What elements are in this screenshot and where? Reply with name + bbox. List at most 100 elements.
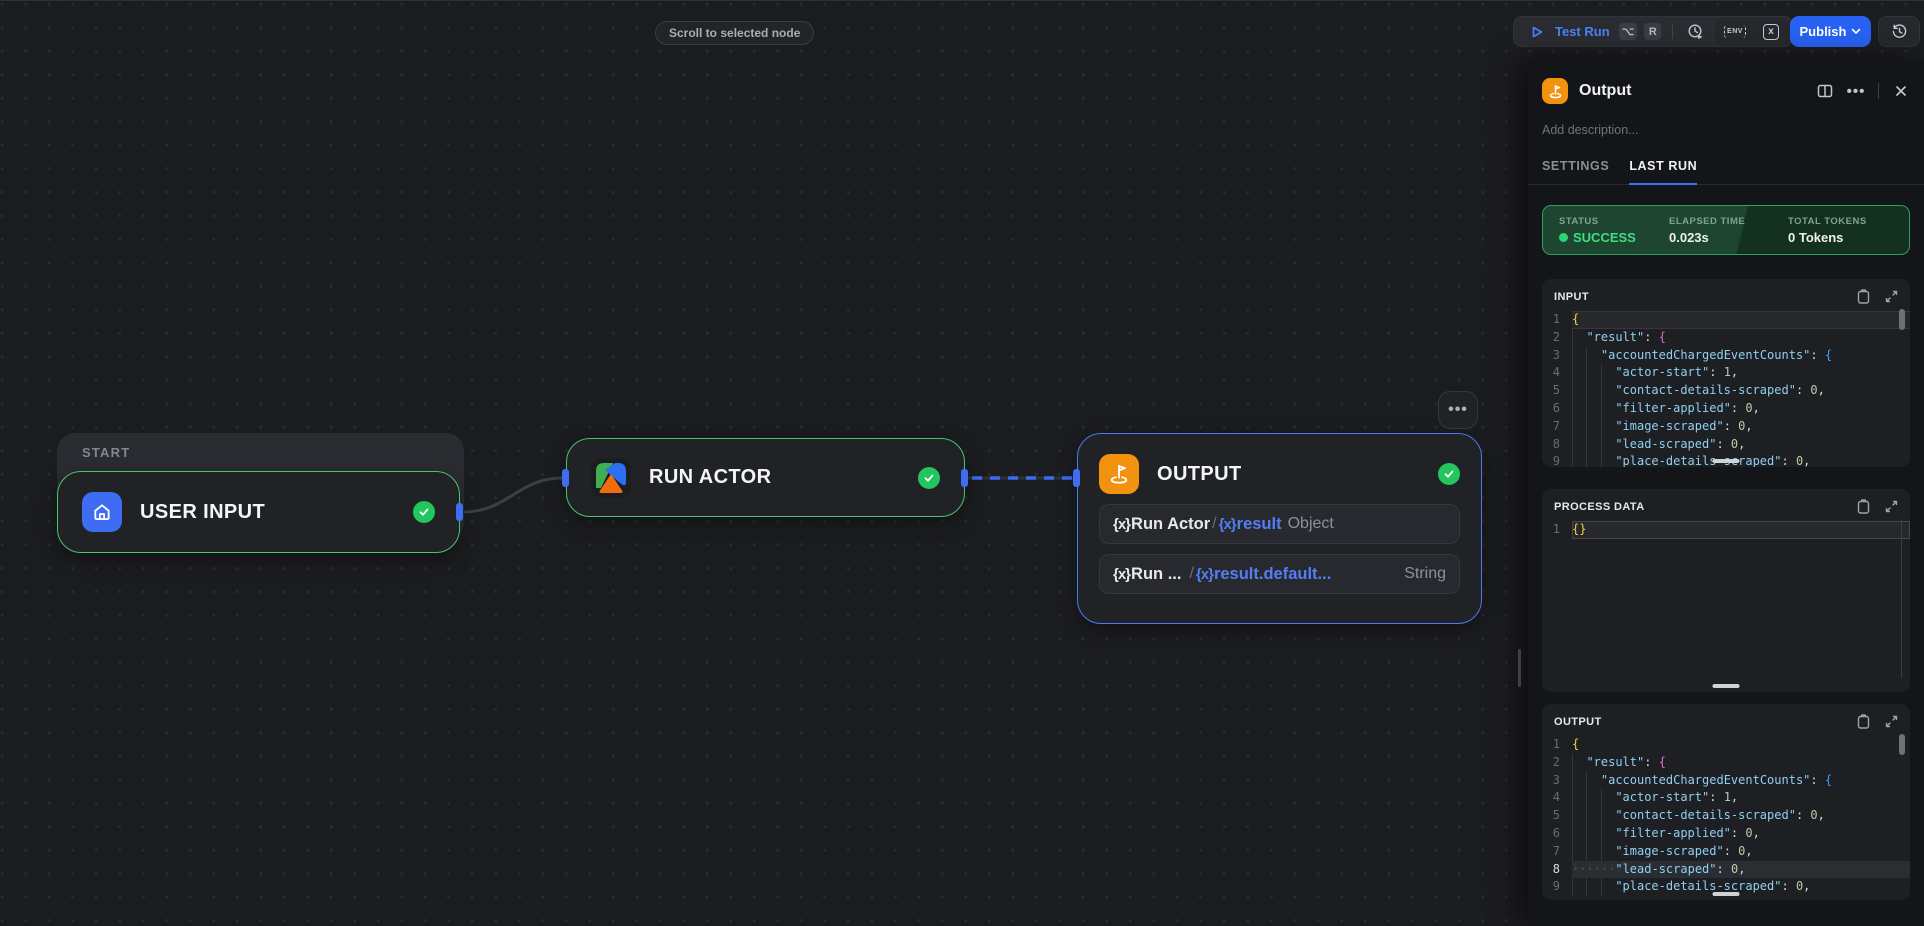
output-mapping-row-2[interactable]: {x} Run ... / {x} result.default... Stri… [1099,554,1460,594]
code-line: 1{ [1542,311,1910,329]
start-group-label: START [82,445,131,460]
publish-button[interactable]: Publish [1790,16,1871,47]
description-field[interactable]: Add description... [1542,123,1639,137]
code-line: 8······"lead-scraped": 0, [1542,860,1910,879]
expand-icon[interactable] [1885,715,1898,728]
elapsed-time-label: ELAPSED TIME [1669,215,1746,227]
output-code-block: OUTPUT 1{2"result": {3"accountedChargedE… [1542,704,1910,900]
input-handle-run-actor[interactable] [562,469,569,487]
status-value: SUCCESS [1559,230,1669,245]
mapping-path: result [1236,514,1282,533]
variable-icon: {x} [1113,565,1131,583]
panel-title: Output [1579,82,1632,99]
output-vertical-scrollbar[interactable] [1899,734,1905,755]
code-line: 8"lead-scraped": 0, [1542,435,1910,454]
elapsed-time-value: 0.023s [1669,229,1709,245]
test-run-label: Test Run [1555,24,1610,39]
node-details-panel: Output ••• Add description... SETTINGS L… [1528,60,1924,926]
split-view-icon[interactable] [1816,82,1834,100]
home-icon [82,492,122,532]
input-horizontal-scrollbar[interactable] [1712,459,1740,463]
node-title: USER INPUT [140,500,266,523]
process-data-horizontal-scrollbar[interactable] [1712,684,1740,688]
variable-icon: {x} [1113,515,1131,533]
copy-icon[interactable] [1857,499,1870,514]
total-tokens-label: TOTAL TOKENS [1788,215,1867,227]
mapping-type: String [1404,565,1446,582]
play-icon [1526,21,1548,43]
env-variables-icon[interactable]: ENV [1724,21,1746,43]
more-dots-icon: ••• [1448,401,1468,418]
clear-variables-icon[interactable]: x [1760,21,1782,43]
output-block-label: OUTPUT [1554,715,1602,728]
node-run-actor[interactable]: RUN ACTOR [566,438,965,517]
input-code-area[interactable]: 1{2"result": {3"accountedChargedEventCou… [1542,311,1910,467]
node-user-input[interactable]: USER INPUT [57,471,460,553]
tooltip-label: Scroll to selected node [669,26,801,40]
code-line: 7"image-scraped": 0, [1542,417,1910,436]
total-tokens-value: 0 Tokens [1788,229,1844,245]
input-code-block: INPUT 1{2"result": {3"accountedChargedEv… [1542,279,1910,467]
code-line: 5"contact-details-scraped": 0, [1542,807,1910,825]
tab-last-run[interactable]: LAST RUN [1629,159,1698,185]
variable-icon: {x} [1218,515,1237,533]
close-panel-icon[interactable] [1892,82,1910,100]
output-handle-run-actor[interactable] [961,469,968,487]
scroll-to-selected-node-button[interactable]: Scroll to selected node [655,21,815,45]
run-status-card: STATUS SUCCESS ELAPSED TIME 0.023s TOTAL… [1542,205,1910,255]
output-mapping-row-1[interactable]: {x} Run Actor / {x} result Object [1099,504,1460,544]
code-line: 6"filter-applied": 0, [1542,399,1910,418]
input-block-label: INPUT [1554,290,1589,303]
code-line: 9"place-details-scraped": 0, [1542,878,1910,897]
publish-label: Publish [1799,24,1847,39]
success-check-icon [918,466,940,489]
output-handle-user-input[interactable] [456,503,463,521]
mapping-separator: / [1189,565,1194,582]
node-output[interactable]: OUTPUT {x} Run Actor / {x} result Object… [1077,433,1482,624]
process-data-code-area[interactable]: 1{} [1542,521,1910,539]
expand-icon[interactable] [1885,290,1898,303]
mapping-type: Object [1287,515,1334,532]
code-line: 4"actor-start": 1, [1542,364,1910,383]
variable-icon: {x} [1195,565,1214,583]
tab-settings[interactable]: SETTINGS [1542,159,1610,173]
code-line: 1{} [1542,521,1910,539]
scheduled-run-clock-icon[interactable] [1684,21,1706,43]
code-line: 2"result": { [1542,753,1910,772]
chevron-down-icon [1852,28,1861,34]
mapping-source: Run Actor [1131,514,1211,533]
status-label: STATUS [1559,215,1599,227]
node-title: RUN ACTOR [649,466,772,488]
success-check-icon [413,501,435,523]
process-data-code-block: PROCESS DATA 1{} [1542,489,1910,692]
toolbar-divider [1672,24,1674,39]
mapping-source: Run ... [1131,564,1182,583]
copy-icon[interactable] [1857,714,1870,729]
output-code-area[interactable]: 1{2"result": {3"accountedChargedEventCou… [1542,736,1910,897]
success-check-icon [1438,463,1460,485]
copy-icon[interactable] [1857,289,1870,304]
output-flag-icon [1542,78,1568,104]
code-line: 3"accountedChargedEventCounts": { [1542,346,1910,365]
apify-actor-icon [591,457,631,498]
node-title: OUTPUT [1157,462,1242,485]
process-data-scroll-track [1901,519,1902,678]
code-line: 1{ [1552,737,1580,751]
edge-userinput-runactor [462,476,563,514]
code-line: 4"actor-start": 1, [1542,789,1910,808]
code-line: 2"result": { [1542,328,1910,347]
expand-icon[interactable] [1885,500,1898,513]
test-run-button-group[interactable]: Test Run ⌥ R [1513,16,1749,47]
process-data-block-label: PROCESS DATA [1554,500,1645,513]
node-more-options-button[interactable]: ••• [1438,391,1478,429]
run-history-button[interactable] [1878,16,1920,47]
canvas-vertical-scrollbar[interactable] [1518,649,1521,687]
panel-more-icon[interactable]: ••• [1846,82,1866,100]
panel-header: Output ••• [1542,76,1910,106]
input-handle-output[interactable] [1073,469,1080,487]
input-vertical-scrollbar[interactable] [1899,309,1905,330]
output-horizontal-scrollbar[interactable] [1712,892,1740,896]
output-flag-icon [1099,454,1139,494]
code-line: 5"contact-details-scraped": 0, [1542,382,1910,400]
mapping-separator: / [1212,515,1217,532]
